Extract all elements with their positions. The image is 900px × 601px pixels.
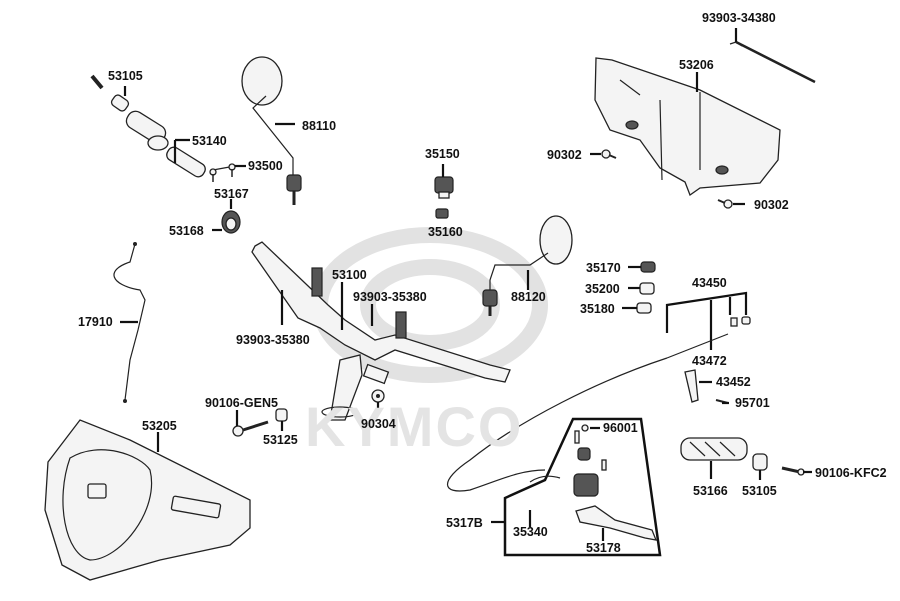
part-label-35180[interactable]: 35180	[580, 302, 615, 316]
front-handlebar-cover[interactable]	[44, 419, 251, 581]
part-label-53205[interactable]: 53205	[142, 419, 177, 433]
throttle-tube[interactable]	[164, 145, 207, 179]
part-label-35200[interactable]: 35200	[585, 282, 620, 296]
part-label-53140[interactable]: 53140	[192, 134, 227, 148]
part-label-90106-GEN5[interactable]: 90106-GEN5	[205, 396, 278, 410]
part-label-95701[interactable]: 95701	[735, 396, 770, 410]
part-label-5317B[interactable]: 5317B	[446, 516, 483, 530]
right-grip[interactable]	[680, 437, 748, 461]
bar-end-cap-53125[interactable]	[275, 408, 288, 422]
switch-35160[interactable]	[435, 208, 449, 219]
switch-35150[interactable]	[434, 176, 454, 199]
part-label-53100[interactable]: 53100	[332, 268, 367, 282]
left-mirror[interactable]	[241, 56, 302, 205]
rod-93903-34380[interactable]	[729, 40, 816, 84]
bar-end-bolt-kfc2[interactable]	[781, 466, 805, 476]
leader-43450	[665, 291, 748, 350]
part-label-93903-34380[interactable]: 93903-34380	[702, 11, 776, 25]
part-label-53167[interactable]: 53167	[214, 187, 249, 201]
bar-end-bolt[interactable]	[90, 74, 104, 90]
part-label-90302-left[interactable]: 90302	[547, 148, 582, 162]
part-label-35340[interactable]: 35340	[513, 525, 548, 539]
part-label-35160[interactable]: 35160	[428, 225, 463, 239]
bracket-43452[interactable]	[684, 369, 699, 403]
bar-end-weight[interactable]	[110, 93, 130, 112]
throttle-cable[interactable]	[113, 242, 146, 403]
part-label-53178[interactable]: 53178	[586, 541, 621, 555]
part-label-53105-top[interactable]: 53105	[108, 69, 143, 83]
screw-90302-left[interactable]	[601, 149, 617, 159]
bar-end-weight-right[interactable]	[752, 453, 768, 471]
left-grip[interactable]	[123, 108, 169, 151]
part-label-53166[interactable]: 53166	[693, 484, 728, 498]
leader-53140	[173, 138, 190, 163]
assembly-5317B-outline	[503, 417, 662, 557]
part-label-17910[interactable]: 17910	[78, 315, 113, 329]
part-label-43450[interactable]: 43450	[692, 276, 727, 290]
brake-cable-43450[interactable]	[446, 316, 751, 492]
switch-35170[interactable]	[640, 261, 656, 273]
brake-lever-assembly[interactable]	[529, 424, 658, 541]
part-label-53125[interactable]: 53125	[263, 433, 298, 447]
switch-35200[interactable]	[639, 282, 655, 295]
screw-90302-right[interactable]	[717, 199, 733, 209]
part-label-90106-KFC2[interactable]: 90106-KFC2	[815, 466, 887, 480]
handlebar[interactable]	[251, 241, 511, 421]
part-label-53206[interactable]: 53206	[679, 58, 714, 72]
part-label-35170[interactable]: 35170	[586, 261, 621, 275]
part-label-88120[interactable]: 88120	[511, 290, 546, 304]
right-mirror[interactable]	[482, 215, 573, 316]
part-label-53105-bottom[interactable]: 53105	[742, 484, 777, 498]
part-label-96001[interactable]: 96001	[603, 421, 638, 435]
part-label-90304[interactable]: 90304	[361, 417, 396, 431]
part-label-43472[interactable]: 43472	[692, 354, 727, 368]
throttle-housing[interactable]	[221, 210, 241, 234]
part-label-35150[interactable]: 35150	[425, 147, 460, 161]
part-label-93500[interactable]: 93500	[248, 159, 283, 173]
part-label-43452[interactable]: 43452	[716, 375, 751, 389]
part-label-88110[interactable]: 88110	[302, 119, 337, 133]
switch-35180[interactable]	[636, 302, 652, 314]
part-label-90302-right[interactable]: 90302	[754, 198, 789, 212]
rear-handlebar-cover[interactable]	[594, 57, 781, 197]
watermark-text: KYMCO	[305, 395, 524, 458]
part-label-93903-35380-right[interactable]: 93903-35380	[353, 290, 427, 304]
throttle-screws[interactable]	[209, 163, 236, 182]
part-label-93903-35380-left[interactable]: 93903-35380	[236, 333, 310, 347]
part-label-53168[interactable]: 53168	[169, 224, 204, 238]
